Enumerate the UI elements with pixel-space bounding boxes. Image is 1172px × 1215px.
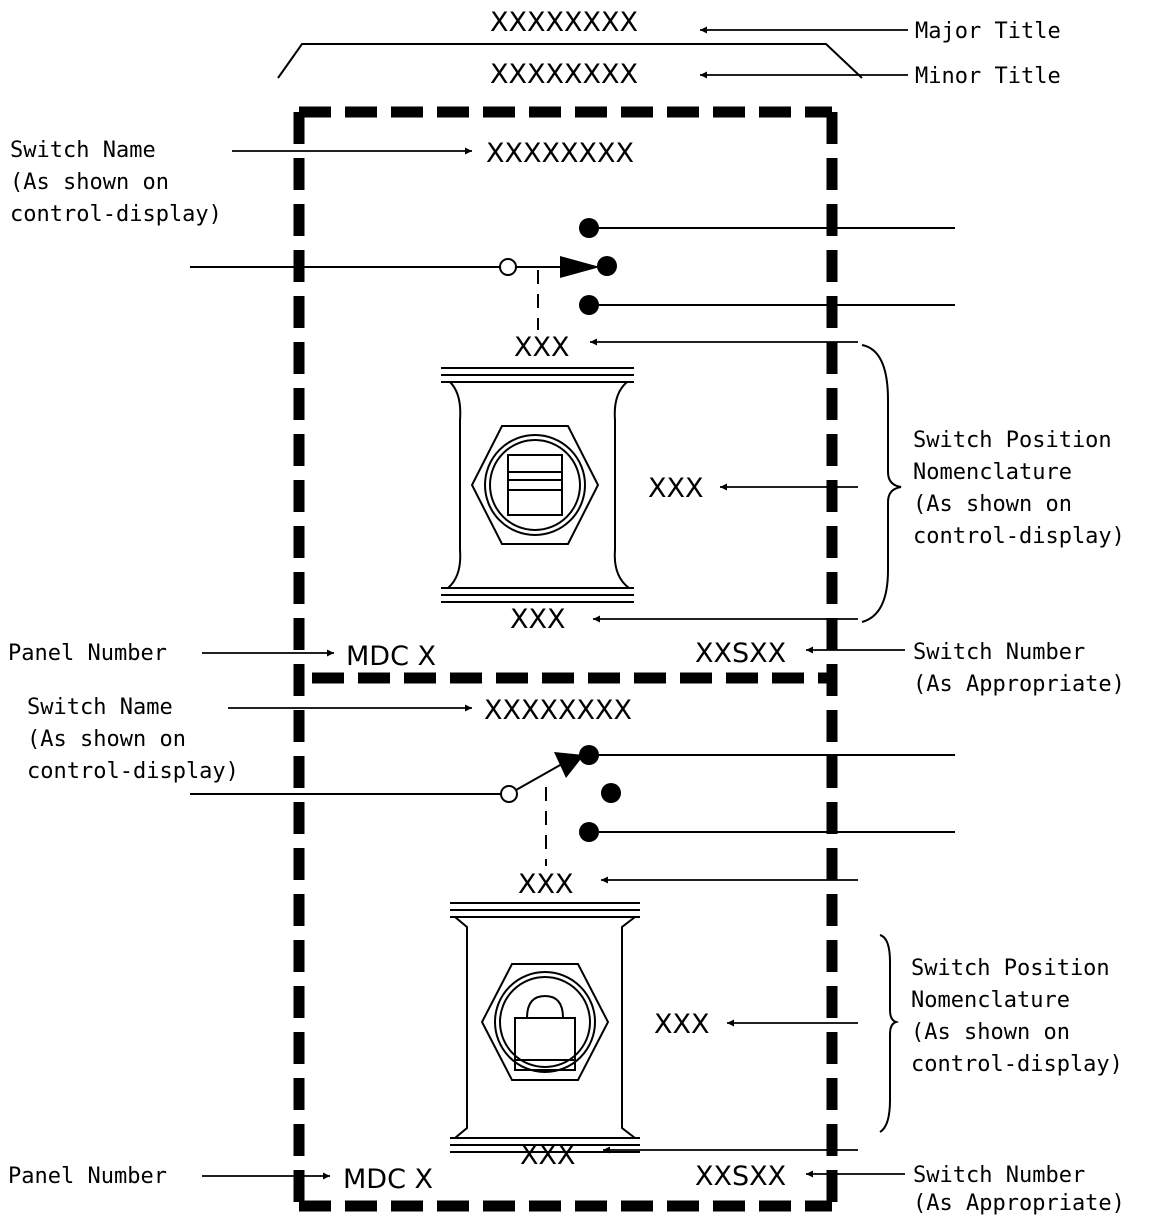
switch-2-name-label-line3: control-display) bbox=[27, 759, 239, 784]
switch-1-schematic-symbol bbox=[190, 218, 955, 330]
switch-2-name-value: XXXXXXXX bbox=[484, 695, 632, 726]
switch-2-nomenclature-line2: Nomenclature bbox=[911, 988, 1070, 1013]
switch-1-name-label-line1: Switch Name bbox=[10, 138, 156, 163]
switch-1-nomenclature-line2: Nomenclature bbox=[913, 460, 1072, 485]
switch-1-nomenclature-line4: control-display) bbox=[913, 524, 1125, 549]
switch-1-group: Switch Name (As shown on control-display… bbox=[8, 138, 1125, 697]
switch-2-nomenclature-line3: (As shown on bbox=[911, 1020, 1070, 1045]
switch-2-toggle-illustration bbox=[450, 902, 640, 1153]
switch-1-pos-top: XXX bbox=[514, 332, 570, 363]
switch-2-name-label-line2: (As shown on bbox=[27, 727, 186, 752]
title-block: XXXXXXXX XXXXXXXX Major Title Minor Titl… bbox=[277, 7, 1061, 90]
switch-2-pos-middle: XXX bbox=[654, 1009, 710, 1040]
switch-2-panel-number-label: Panel Number bbox=[8, 1164, 167, 1189]
switch-1-switch-number-line2: (As Appropriate) bbox=[913, 672, 1125, 697]
switch-1-pos-bottom: XXX bbox=[510, 604, 566, 635]
major-title-label: Major Title bbox=[915, 19, 1061, 44]
switch-2-nomenclature-brace bbox=[879, 934, 900, 1133]
major-title-value: XXXXXXXX bbox=[490, 7, 638, 38]
switch-2-nomenclature-line4: control-display) bbox=[911, 1052, 1123, 1077]
switch-2-nomenclature-line1: Switch Position bbox=[911, 956, 1110, 981]
minor-title-label: Minor Title bbox=[915, 64, 1061, 89]
switch-1-panel-number-value: MDC X bbox=[346, 641, 436, 672]
switch-1-switch-number-value: XXSXX bbox=[695, 638, 786, 669]
switch-2-group: Switch Name (As shown on control-display… bbox=[8, 695, 1125, 1215]
switch-2-pos-top: XXX bbox=[518, 869, 574, 900]
switch-1-nomenclature-line3: (As shown on bbox=[913, 492, 1072, 517]
switch-1-switch-number-line1: Switch Number bbox=[913, 640, 1085, 665]
switch-1-toggle-illustration bbox=[441, 367, 634, 603]
switch-2-switch-number-line2: (As Appropriate) bbox=[913, 1191, 1125, 1215]
switch-1-nomenclature-line1: Switch Position bbox=[913, 428, 1112, 453]
switch-2-schematic-symbol bbox=[190, 745, 955, 866]
switch-2-switch-number-line1: Switch Number bbox=[913, 1163, 1085, 1188]
switch-2-switch-number-value: XXSXX bbox=[695, 1161, 786, 1192]
switch-1-nomenclature-brace bbox=[861, 344, 902, 623]
switch-2-name-label-line1: Switch Name bbox=[27, 695, 173, 720]
switch-2-panel-number-value: MDC X bbox=[343, 1164, 433, 1195]
minor-title-value: XXXXXXXX bbox=[490, 59, 638, 90]
title-bracket bbox=[277, 43, 863, 79]
switch-1-panel-number-label: Panel Number bbox=[8, 641, 167, 666]
switch-1-name-label-line2: (As shown on bbox=[10, 170, 169, 195]
panel-outlines bbox=[293, 106, 838, 1212]
switch-1-pos-middle: XXX bbox=[648, 473, 704, 504]
switch-1-name-value: XXXXXXXX bbox=[486, 138, 634, 169]
switch-1-name-label-line3: control-display) bbox=[10, 202, 222, 227]
